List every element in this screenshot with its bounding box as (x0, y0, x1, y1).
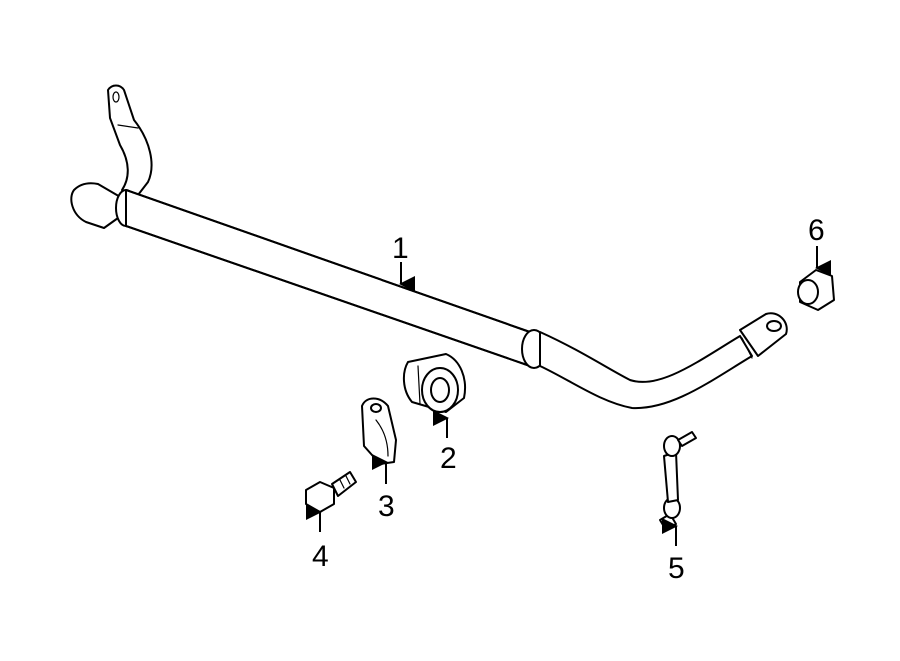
callout-5: 5 (668, 552, 685, 585)
stabilizer-link (659, 431, 697, 531)
callout-2: 2 (440, 442, 457, 475)
nut (797, 269, 835, 311)
stabilizer-bar (70, 84, 788, 410)
callout-1: 1 (392, 232, 409, 265)
callout-3: 3 (378, 490, 395, 523)
callout-6: 6 (808, 214, 825, 247)
bushing (402, 353, 466, 413)
bolt (305, 471, 357, 513)
callout-4: 4 (312, 540, 329, 573)
bushing-bracket (361, 397, 397, 465)
